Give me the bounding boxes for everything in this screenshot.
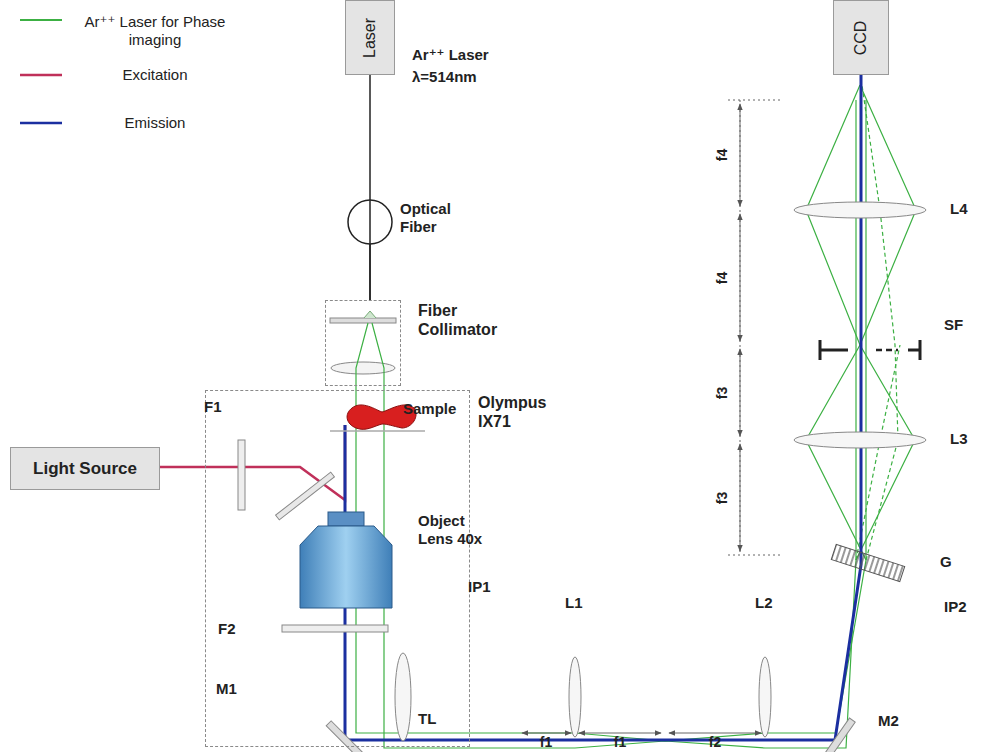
dimension-lines xyxy=(522,100,780,733)
collimator-lens xyxy=(331,362,395,374)
lens-l1 xyxy=(569,657,581,737)
phase-beam xyxy=(356,85,916,748)
dimension-label: f1 xyxy=(614,734,626,751)
legend-text: Emission xyxy=(80,114,230,132)
part-label: L4 xyxy=(950,200,968,218)
part-label: Sample xyxy=(403,400,456,418)
emission-beam xyxy=(345,75,861,740)
dimension-label: f3 xyxy=(714,492,731,504)
part-label: M2 xyxy=(878,712,899,730)
part-label: Object Lens 40x xyxy=(418,512,488,548)
tube-lens xyxy=(395,653,411,741)
part-label: λ=514nm xyxy=(412,68,477,86)
filter-f1 xyxy=(238,440,245,510)
part-label: Ar⁺⁺ Laser xyxy=(412,46,489,64)
part-label: G xyxy=(940,553,952,571)
part-label: L1 xyxy=(565,594,583,612)
legend-text: Excitation xyxy=(80,66,230,84)
part-label: IP2 xyxy=(944,598,967,616)
legend-samples xyxy=(20,20,62,123)
fiber-link xyxy=(369,75,371,300)
part-label: M1 xyxy=(216,680,237,698)
mirror-m2 xyxy=(822,718,855,752)
node-label: Light Source xyxy=(33,458,137,478)
dimension-label: f4 xyxy=(714,149,731,161)
laser-box: Laser xyxy=(345,0,395,75)
collimator-frame: Fiber Collimator xyxy=(325,300,401,386)
source-box: Light Source xyxy=(10,447,160,490)
lens-l4 xyxy=(794,202,926,218)
spatial-filter xyxy=(820,340,920,360)
objective-lens xyxy=(300,512,392,608)
part-label: F1 xyxy=(204,398,222,416)
part-label: L3 xyxy=(950,430,968,448)
part-label: L2 xyxy=(755,594,773,612)
filter-f2 xyxy=(282,625,388,632)
lens-l2 xyxy=(759,657,771,737)
node-label: Olympus IX71 xyxy=(478,393,568,431)
node-label: Fiber Collimator xyxy=(418,301,508,339)
lens-l3 xyxy=(794,432,926,448)
part-label: TL xyxy=(418,710,436,728)
legend-text: Ar⁺⁺ Laser for Phase imaging xyxy=(80,13,230,49)
dimension-label: f3 xyxy=(714,387,731,399)
camera-box: CCD xyxy=(833,0,889,75)
mirror-m1 xyxy=(326,721,365,752)
dimension-label: f1 xyxy=(540,734,552,751)
dimension-label: f2 xyxy=(709,734,721,751)
part-label: IP1 xyxy=(468,578,491,596)
grating xyxy=(831,544,904,581)
node-label: Laser xyxy=(360,17,379,57)
part-label: F2 xyxy=(218,620,236,638)
microscope-frame: Olympus IX71 xyxy=(205,390,470,747)
part-label: SF xyxy=(944,316,963,334)
part-label: Optical Fiber xyxy=(400,200,470,236)
dimension-label: f4 xyxy=(714,272,731,284)
dichroic-mirror xyxy=(276,472,335,520)
node-label: CCD xyxy=(851,20,870,55)
